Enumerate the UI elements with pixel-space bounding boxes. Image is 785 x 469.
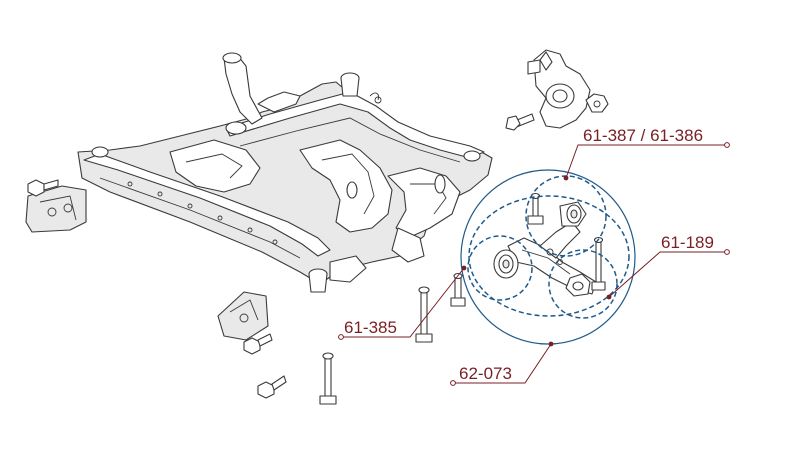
steering-knuckle-drawing <box>527 49 591 129</box>
bracket-bolt-drawing <box>243 333 273 355</box>
subframe-drawing <box>77 52 493 293</box>
leader-ball-joint <box>606 249 730 300</box>
assembly-dashed-outline <box>468 195 630 317</box>
leader-bolt <box>338 265 467 340</box>
front-bushing-callout-circle <box>467 235 533 301</box>
arm-mount-short-bolt-drawing <box>450 272 466 307</box>
hub-nut-drawing <box>585 93 609 113</box>
ball-joint-callout-circle <box>548 249 618 319</box>
front-left-bracket-drawing <box>25 185 87 233</box>
leader-upper-bushing <box>563 142 730 181</box>
label-ball-joint: 61-189 <box>661 233 714 252</box>
lower-left-bracket-drawing <box>217 291 269 341</box>
label-control-arm: 62-073 <box>459 364 512 383</box>
front-left-bolt-drawing <box>27 179 59 197</box>
rear-bushing-bolt-drawing <box>527 192 544 225</box>
knuckle-bolt-drawing <box>505 113 535 131</box>
arm-mount-bolt-drawing <box>415 286 433 343</box>
leader-control-arm <box>450 341 554 386</box>
loose-bolt-drawing <box>257 375 287 399</box>
ball-joint-bolt-drawing <box>591 236 606 291</box>
label-upper-bushing: 61-387 / 61-386 <box>583 126 703 145</box>
long-bolt-drawing <box>319 352 337 405</box>
label-bolt: 61-385 <box>344 318 397 337</box>
control-arm-drawing <box>493 201 597 297</box>
control-arm-callout-circle <box>460 169 636 345</box>
